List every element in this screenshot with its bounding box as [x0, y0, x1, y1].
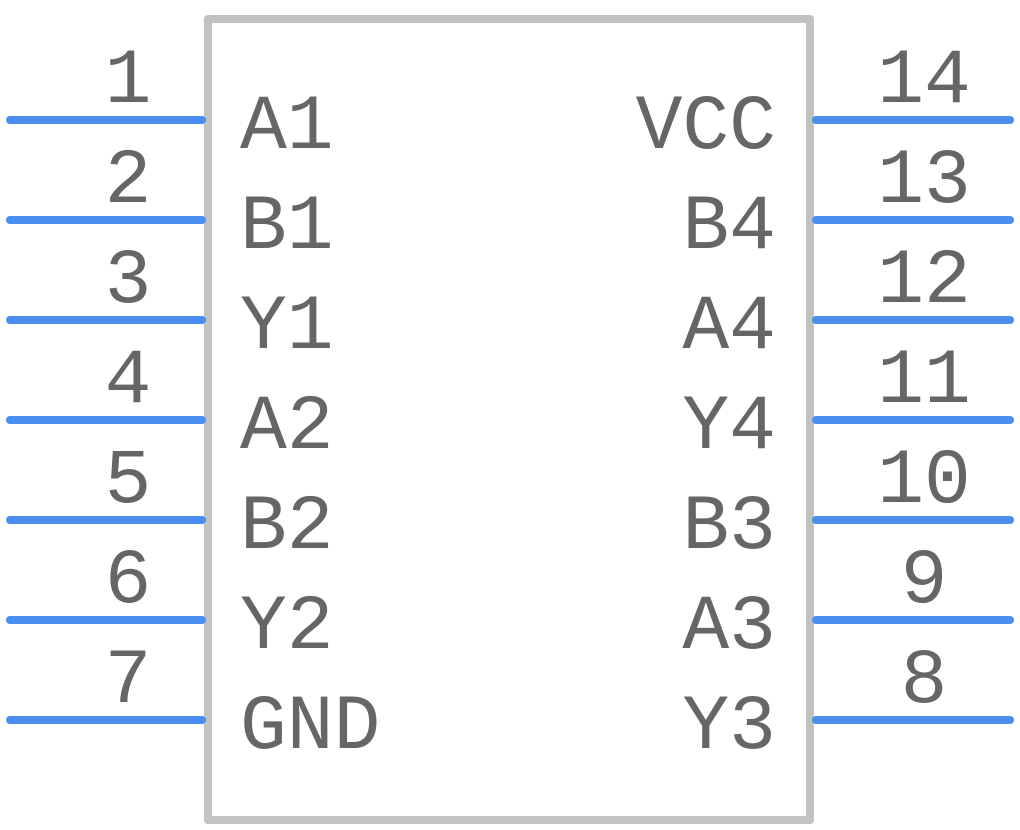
- pin-number: 10: [877, 438, 971, 526]
- ic-body-outline: [204, 15, 814, 824]
- pin-6: 6Y2: [6, 538, 334, 672]
- pin-1: 1A1: [6, 38, 334, 172]
- pin-label: Y3: [682, 684, 776, 772]
- pin-label: VCC: [636, 84, 776, 172]
- pin-number: 9: [901, 538, 948, 626]
- pin-number: 7: [105, 638, 152, 726]
- pin-number: 12: [877, 238, 971, 326]
- pin-label: B2: [240, 484, 334, 572]
- pin-label: A3: [682, 584, 776, 672]
- pin-label: GND: [240, 684, 380, 772]
- pin-number: 5: [105, 438, 152, 526]
- pin-2: 2B1: [6, 138, 334, 272]
- pin-5: 5B2: [6, 438, 334, 572]
- pin-number: 13: [877, 138, 971, 226]
- pin-number: 3: [105, 238, 152, 326]
- pin-number: 2: [105, 138, 152, 226]
- pin-label: A4: [682, 284, 776, 372]
- pin-4: 4A2: [6, 338, 334, 472]
- pin-number: 8: [901, 638, 948, 726]
- pin-label: B1: [240, 184, 334, 272]
- pin-9: 9A3: [682, 538, 1014, 672]
- pin-number: 14: [877, 38, 971, 126]
- pin-label: Y2: [240, 584, 334, 672]
- pin-label: Y4: [682, 384, 776, 472]
- pin-number: 11: [877, 338, 971, 426]
- pin-label: A1: [240, 84, 334, 172]
- pin-label: B3: [682, 484, 776, 572]
- pin-label: B4: [682, 184, 776, 272]
- pin-8: 8Y3: [682, 638, 1014, 772]
- pin-number: 1: [105, 38, 152, 126]
- pin-number: 6: [105, 538, 152, 626]
- pin-number: 4: [105, 338, 152, 426]
- pin-label: Y1: [240, 284, 334, 372]
- pin-label: A2: [240, 384, 334, 472]
- pin-3: 3Y1: [6, 238, 334, 372]
